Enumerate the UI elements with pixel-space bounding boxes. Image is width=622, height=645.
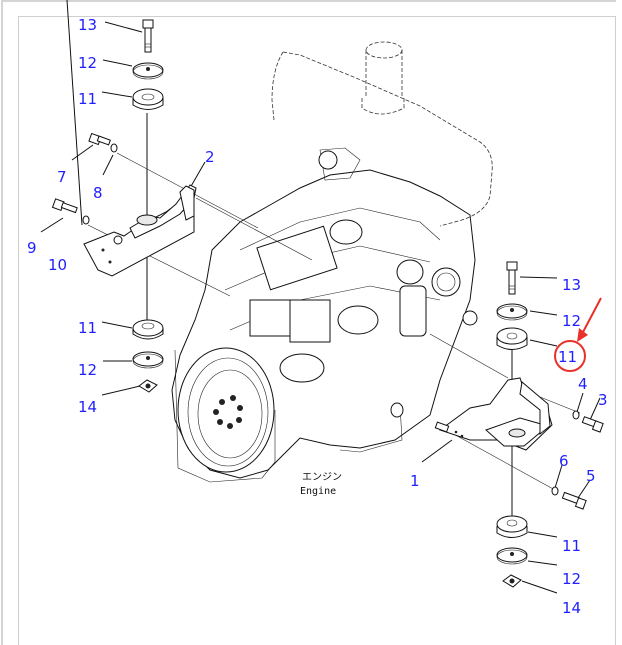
callout-2[interactable]: 2: [205, 148, 215, 166]
callout-3[interactable]: 3: [598, 391, 608, 409]
engine-caption-en: Engine: [300, 486, 336, 497]
left-top-washer: [132, 62, 164, 80]
callout-1[interactable]: 1: [410, 472, 420, 490]
callout-13-left[interactable]: 13: [78, 16, 97, 34]
callout-12-right-top[interactable]: 12: [562, 312, 581, 330]
right-bottom-nut: [502, 574, 522, 588]
callout-9[interactable]: 9: [27, 239, 37, 257]
callout-14-right[interactable]: 14: [562, 599, 581, 617]
left-top-bolt: [142, 19, 154, 53]
muffler: [271, 41, 493, 227]
callout-5[interactable]: 5: [586, 467, 596, 485]
flywheel-bolts: [213, 395, 243, 429]
callout-12-right-bottom[interactable]: 12: [562, 570, 581, 588]
callout-11-right-bottom[interactable]: 11: [562, 537, 581, 555]
highlight-annotation: [554, 297, 602, 372]
leader-lines: [40, 0, 601, 594]
callout-11-left-top[interactable]: 11: [78, 90, 97, 108]
callout-12-left-bottom[interactable]: 12: [78, 361, 97, 379]
right-top-washer: [496, 303, 528, 321]
highlight-arrow-head-icon: [577, 328, 588, 342]
callout-7[interactable]: 7: [57, 168, 67, 186]
right-bottom-washer: [496, 547, 528, 565]
left-bolt-9: [51, 198, 78, 214]
highlight-circle: [554, 340, 586, 372]
right-bracket: [434, 377, 553, 451]
left-bolt-7: [88, 132, 111, 146]
engine-caption-jp: エンジン: [302, 472, 342, 483]
right-top-bolt: [506, 261, 518, 295]
left-washer-8: [110, 143, 118, 153]
right-washer-4: [572, 410, 580, 420]
left-bottom-nut: [138, 379, 158, 393]
highlight-arrow-shaft: [581, 297, 602, 335]
callout-4[interactable]: 4: [578, 375, 588, 393]
right-bolt-3: [581, 416, 604, 433]
right-bolt-5: [561, 491, 587, 510]
callout-6[interactable]: 6: [559, 452, 569, 470]
callout-10[interactable]: 10: [48, 256, 67, 274]
left-bottom-cushion: [132, 319, 164, 340]
callout-11-left-bottom[interactable]: 11: [78, 319, 97, 337]
right-top-cushion: [496, 327, 528, 350]
callout-8[interactable]: 8: [93, 184, 103, 202]
callout-13-right[interactable]: 13: [562, 276, 581, 294]
left-bottom-washer: [132, 351, 164, 369]
engine-block: [171, 147, 478, 483]
callouts: 13 12 11 7 8 2 9 10 11 12 14 13 12 11 4 …: [27, 16, 608, 617]
callout-14-left[interactable]: 14: [78, 398, 97, 416]
diagram-frame: [18, 16, 616, 645]
callout-12-left-top[interactable]: 12: [78, 54, 97, 72]
left-washer-10: [82, 215, 90, 225]
right-bottom-cushion: [496, 515, 528, 538]
right-washer-6: [551, 486, 559, 496]
left-bracket: [83, 184, 197, 277]
left-top-cushion: [132, 88, 164, 110]
callout-11-right-top[interactable]: 11: [558, 348, 577, 366]
